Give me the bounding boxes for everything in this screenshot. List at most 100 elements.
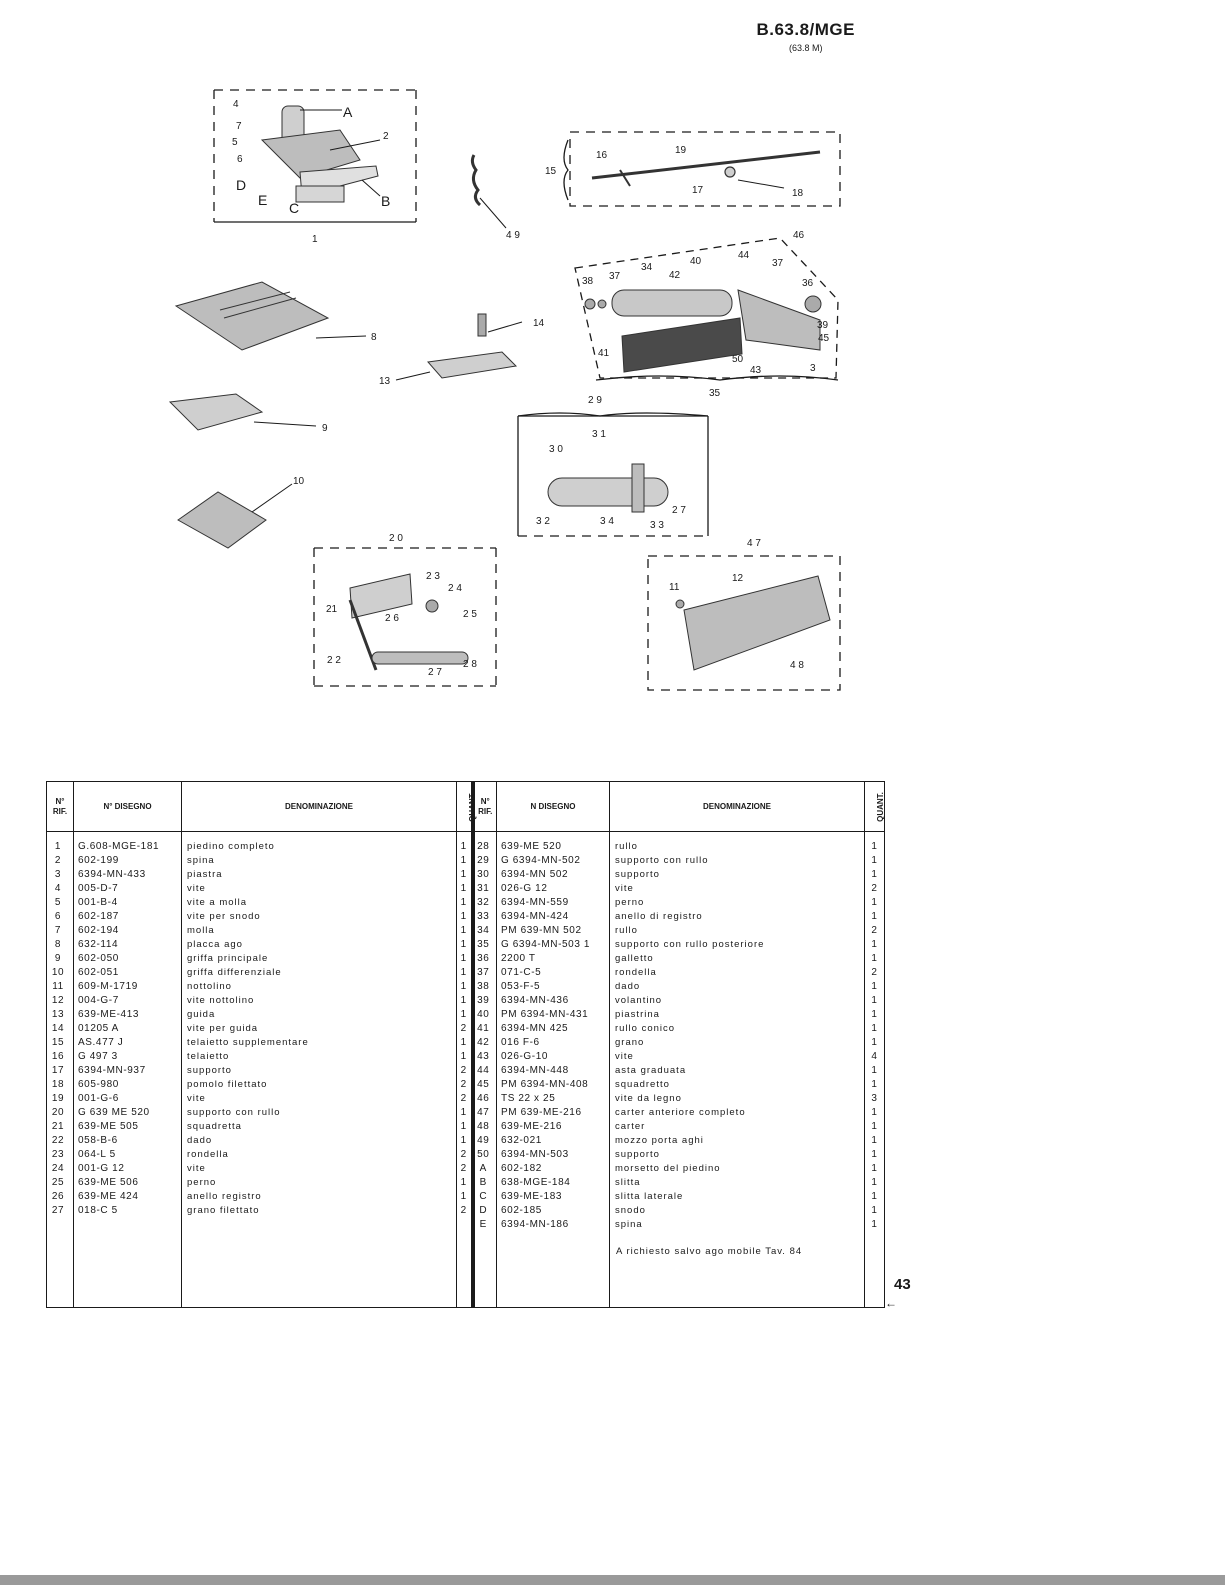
right-qty: 1	[871, 1121, 878, 1132]
right-name: supporto con rullo posteriore	[615, 939, 765, 950]
svg-text:39: 39	[817, 320, 829, 331]
svg-text:19: 19	[675, 145, 687, 156]
left-rif: 20	[51, 1107, 65, 1118]
svg-text:E: E	[258, 192, 267, 208]
availability-note: A richiesto salvo ago mobile Tav. 84	[616, 1246, 803, 1257]
left-name: griffa principale	[187, 953, 269, 964]
left-qty: 1	[460, 1177, 467, 1188]
left-rif: 8	[54, 939, 62, 950]
right-code: 071-C-5	[501, 967, 542, 978]
right-code: 6394-MN-186	[501, 1219, 569, 1230]
svg-text:3 3: 3 3	[650, 520, 664, 531]
right-qty: 1	[871, 1023, 878, 1034]
right-code: 053-F-5	[501, 981, 541, 992]
svg-text:4 8: 4 8	[790, 660, 804, 671]
left-code: 632-114	[78, 939, 119, 950]
left-qty: 2	[460, 1093, 467, 1104]
left-code: 01205 A	[78, 1023, 119, 1034]
svg-text:3: 3	[810, 363, 816, 374]
left-rif: 23	[51, 1149, 65, 1160]
roller-support-bracket-part	[348, 573, 469, 671]
differential-feed-dog-part	[177, 483, 293, 549]
right-rif: 39	[477, 995, 490, 1006]
right-name: galletto	[615, 953, 654, 964]
left-code: 6394-MN-937	[78, 1065, 146, 1076]
left-name: placca ago	[187, 939, 243, 950]
left-name: piastra	[187, 869, 223, 880]
right-name: rullo conico	[615, 1023, 676, 1034]
needle-plate-part	[174, 281, 367, 351]
group-35-frame	[574, 237, 839, 379]
left-code: 639-ME 424	[78, 1191, 139, 1202]
col-header-rif: N° RIF.	[46, 781, 74, 832]
right-name: vite	[615, 1051, 634, 1062]
right-rif: A	[479, 1163, 487, 1174]
right-qty: 1	[871, 1219, 878, 1230]
scan-bottom-edge	[0, 1575, 1225, 1585]
left-name: molla	[187, 925, 215, 936]
page-number: 43	[894, 1276, 911, 1293]
svg-text:1: 1	[312, 234, 318, 245]
left-qty: 1	[460, 1135, 467, 1146]
left-code: 639-ME 505	[78, 1121, 139, 1132]
right-rif: D	[479, 1205, 488, 1216]
left-code: 639-ME-413	[78, 1009, 140, 1020]
right-rif: C	[479, 1191, 488, 1202]
right-code: 638-MGE-184	[501, 1177, 571, 1188]
svg-text:3 0: 3 0	[549, 444, 563, 455]
left-name: vite per snodo	[187, 911, 261, 922]
right-name: asta graduata	[615, 1065, 687, 1076]
group-29-frame	[517, 415, 709, 536]
svg-text:18: 18	[792, 188, 804, 199]
group-15-brace	[563, 139, 569, 201]
left-qty: 2	[460, 1023, 467, 1034]
model-subcode: (63.8 M)	[788, 43, 823, 53]
left-qty: 1	[460, 995, 467, 1006]
svg-text:15: 15	[545, 166, 557, 177]
left-rif: 24	[51, 1163, 65, 1174]
svg-text:40: 40	[690, 256, 702, 267]
right-name: rondella	[615, 967, 657, 978]
left-qty: 1	[460, 841, 467, 852]
left-name: spina	[187, 855, 215, 866]
right-qty: 1	[871, 1037, 878, 1048]
left-rif: 13	[51, 1009, 65, 1020]
left-rif: 10	[51, 967, 65, 978]
left-qty: 1	[460, 967, 467, 978]
left-rif: 17	[51, 1065, 65, 1076]
svg-text:43: 43	[750, 365, 762, 376]
parts-table: N° RIF. N° DISEGNO DENOMINAZIONE QUANT. …	[46, 781, 885, 1308]
right-code: TS 22 x 25	[501, 1093, 556, 1104]
svg-text:2 8: 2 8	[463, 659, 477, 670]
svg-text:46: 46	[793, 230, 805, 241]
right-name: anello di registro	[615, 911, 703, 922]
right-rif: 42	[477, 1037, 490, 1048]
right-code: G 6394-MN-503 1	[501, 939, 591, 950]
main-feed-dog-part	[168, 393, 317, 431]
left-qty: 1	[460, 953, 467, 964]
left-qty: 1	[460, 939, 467, 950]
right-name: snodo	[615, 1205, 646, 1216]
left-qty: 1	[460, 911, 467, 922]
left-name: nottolino	[187, 981, 232, 992]
svg-text:7: 7	[236, 121, 242, 132]
left-name: supporto	[187, 1065, 232, 1076]
page-header: B.63.8/MGE (63.8 M)	[756, 20, 855, 53]
svg-text:2 7: 2 7	[672, 505, 686, 516]
right-rif: 29	[477, 855, 490, 866]
svg-text:2 7: 2 7	[428, 667, 442, 678]
right-qty: 4	[871, 1051, 878, 1062]
right-code: 632-021	[501, 1135, 542, 1146]
presser-foot-part	[260, 105, 379, 203]
left-code: 602-051	[78, 967, 119, 978]
svg-text:34: 34	[641, 262, 653, 273]
needle-hub-part	[470, 154, 507, 229]
right-name: perno	[615, 897, 645, 908]
right-name: supporto con rullo	[615, 855, 709, 866]
left-qty: 2	[460, 1079, 467, 1090]
svg-text:2 3: 2 3	[426, 571, 440, 582]
group-15-frame	[569, 131, 841, 207]
right-code: 016 F-6	[501, 1037, 540, 1048]
